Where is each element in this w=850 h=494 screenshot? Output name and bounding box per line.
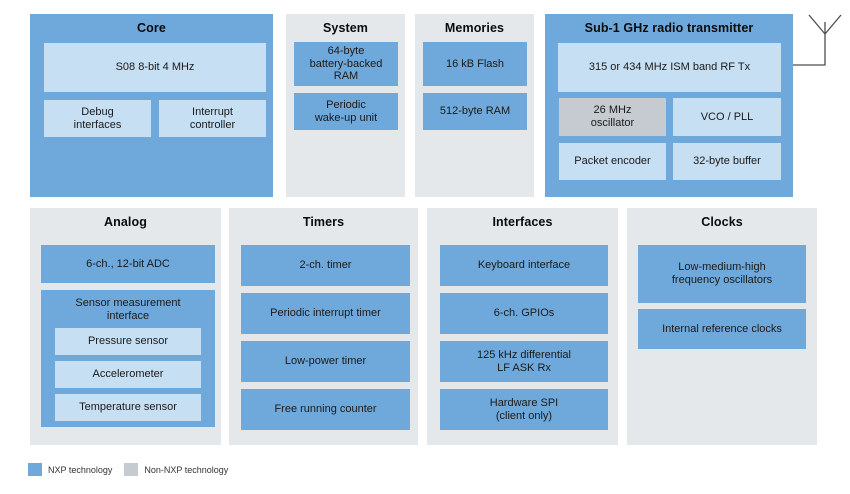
section-interfaces: Interfaces Keyboard interface 6-ch. GPIO… bbox=[427, 208, 618, 445]
block-vco-pll: VCO / PLL bbox=[673, 98, 781, 136]
block-s08-cpu: S08 8-bit 4 MHz bbox=[44, 43, 266, 92]
block-interrupt-controller: Interrupt controller bbox=[159, 100, 266, 137]
core-title: Core bbox=[137, 21, 166, 35]
smi-label: Sensor measurement interface bbox=[75, 297, 181, 322]
section-core: Core S08 8-bit 4 MHz Debug interfaces In… bbox=[30, 14, 273, 197]
legend: NXP technology Non-NXP technology bbox=[28, 463, 228, 476]
clocks-title: Clocks bbox=[701, 215, 743, 229]
block-flash: 16 kB Flash bbox=[423, 42, 527, 86]
legend-nxp-label: NXP technology bbox=[48, 464, 113, 475]
section-analog: Analog 6-ch., 12-bit ADC Sensor measurem… bbox=[30, 208, 221, 445]
block-accelerometer: Accelerometer bbox=[55, 361, 201, 388]
block-2ch-timer: 2-ch. timer bbox=[241, 245, 410, 286]
block-temperature-sensor: Temperature sensor bbox=[55, 394, 201, 421]
legend-non-nxp-swatch bbox=[124, 463, 139, 476]
block-26mhz-oscillator: 26 MHz oscillator bbox=[559, 98, 666, 136]
block-adc: 6-ch., 12-bit ADC bbox=[41, 245, 215, 283]
section-radio-transmitter: Sub-1 GHz radio transmitter 315 or 434 M… bbox=[545, 14, 793, 197]
legend-nxp-swatch bbox=[28, 463, 42, 476]
block-pressure-sensor: Pressure sensor bbox=[55, 328, 201, 355]
section-system: System 64-byte battery-backed RAM Period… bbox=[286, 14, 405, 197]
section-timers: Timers 2-ch. timer Periodic interrupt ti… bbox=[229, 208, 418, 445]
legend-entry-nxp: NXP technology bbox=[28, 463, 112, 476]
block-periodic-interrupt-timer: Periodic interrupt timer bbox=[241, 293, 410, 334]
analog-title: Analog bbox=[104, 215, 147, 229]
block-sensor-measurement-interface: Sensor measurement interface Pressure se… bbox=[41, 290, 215, 427]
radio-title: Sub-1 GHz radio transmitter bbox=[584, 21, 754, 35]
block-free-running-counter: Free running counter bbox=[241, 389, 410, 430]
block-internal-reference-clocks: Internal reference clocks bbox=[638, 309, 806, 349]
block-battery-backed-ram: 64-byte battery-backed RAM bbox=[294, 42, 398, 86]
block-rf-tx: 315 or 434 MHz ISM band RF Tx bbox=[558, 43, 781, 92]
timers-title: Timers bbox=[302, 215, 345, 229]
section-memories: Memories 16 kB Flash 512-byte RAM bbox=[415, 14, 534, 197]
memories-title: Memories bbox=[444, 21, 505, 35]
block-frequency-oscillators: Low-medium-high frequency oscillators bbox=[638, 245, 806, 303]
block-gpios: 6-ch. GPIOs bbox=[440, 293, 608, 334]
block-hardware-spi: Hardware SPI (client only) bbox=[440, 389, 608, 430]
block-periodic-wakeup-unit: Periodic wake-up unit bbox=[294, 93, 398, 130]
block-low-power-timer: Low-power timer bbox=[241, 341, 410, 382]
system-title: System bbox=[322, 21, 369, 35]
antenna-icon bbox=[793, 14, 842, 66]
section-clocks: Clocks Low-medium-high frequency oscilla… bbox=[627, 208, 817, 445]
legend-entry-non-nxp: Non-NXP technology bbox=[124, 463, 228, 476]
block-32byte-buffer: 32-byte buffer bbox=[673, 143, 781, 180]
legend-non-nxp-label: Non-NXP technology bbox=[144, 464, 229, 475]
block-ram: 512-byte RAM bbox=[423, 93, 527, 130]
interfaces-title: Interfaces bbox=[492, 215, 553, 229]
block-packet-encoder: Packet encoder bbox=[559, 143, 666, 180]
block-lf-ask-rx: 125 kHz differential LF ASK Rx bbox=[440, 341, 608, 382]
block-debug-interfaces: Debug interfaces bbox=[44, 100, 151, 137]
block-keyboard-interface: Keyboard interface bbox=[440, 245, 608, 286]
